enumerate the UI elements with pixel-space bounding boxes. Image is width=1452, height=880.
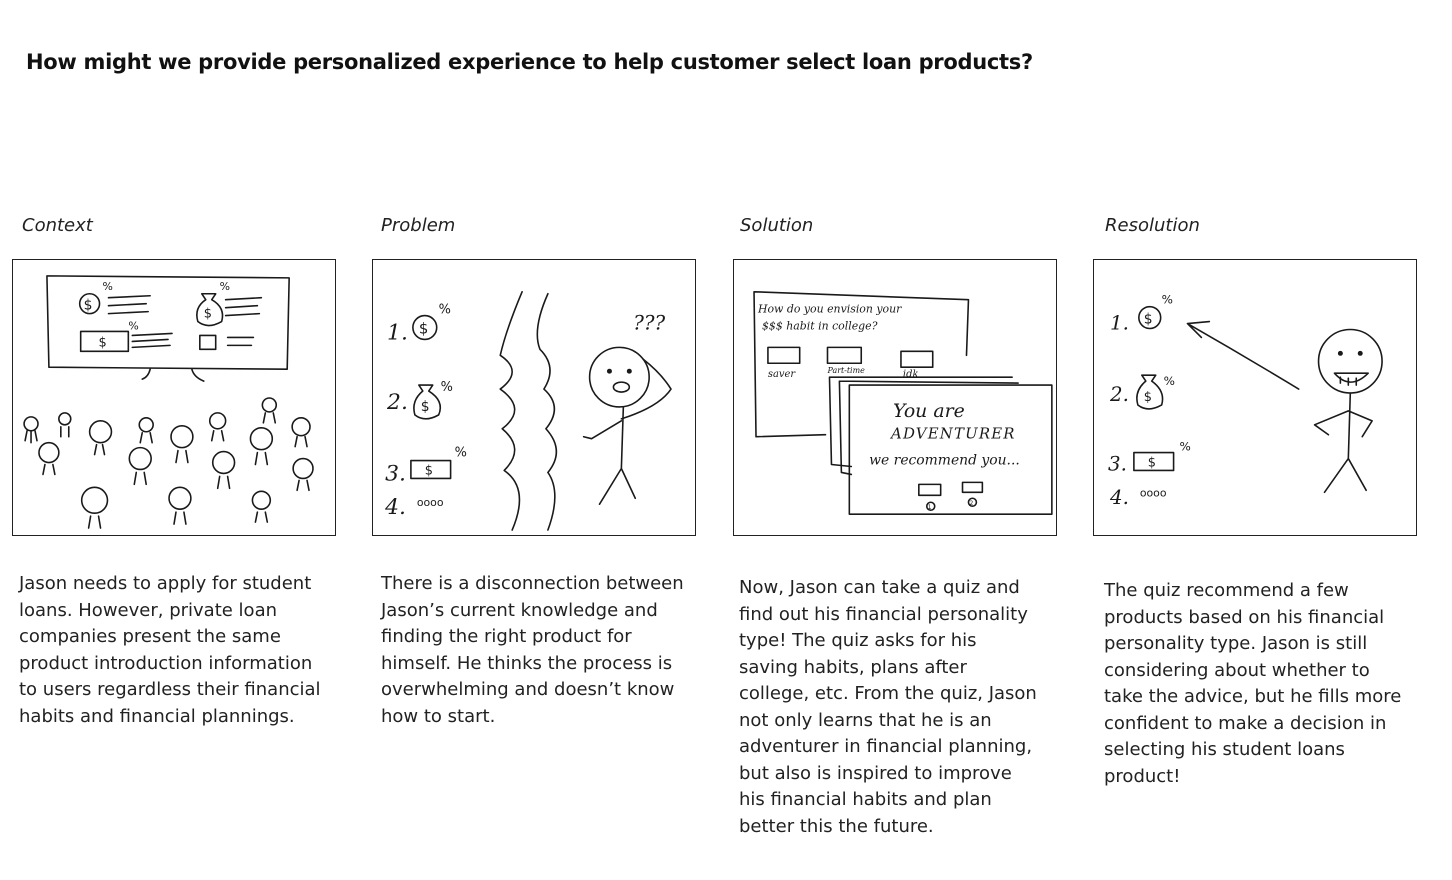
list-number: 3.: [385, 461, 406, 486]
dollar-sign: $: [1144, 390, 1152, 405]
question-marks: ???: [633, 311, 665, 334]
quiz-option-part-time: Part-time: [826, 366, 865, 375]
quiz-option-idk: idk: [903, 369, 919, 380]
percent-mark: %: [220, 280, 230, 293]
percent-mark: %: [439, 303, 451, 318]
percent-mark: %: [441, 380, 453, 395]
ellipsis-dots: oooo: [417, 496, 444, 509]
context-sketch-panel: $ % $ % $ %: [12, 259, 336, 536]
list-number: 4.: [384, 495, 406, 520]
column-label-resolution: Resolution: [1105, 215, 1200, 236]
page-title: How might we provide personalized experi…: [26, 50, 1033, 74]
list-number: 2.: [386, 390, 408, 415]
column-label-problem: Problem: [381, 215, 456, 236]
percent-mark: %: [128, 319, 138, 332]
dollar-sign: $: [99, 335, 107, 350]
resolution-sketch-panel: 1. $ % 2. $ % 3. $ % 4. oooo: [1093, 259, 1417, 536]
dollar-sign: $: [84, 298, 93, 314]
dollar-sign: $: [1144, 312, 1153, 328]
context-description: Jason needs to apply for student loans. …: [19, 573, 321, 727]
result-button-2-label: 2: [969, 500, 973, 507]
list-number: 1.: [1110, 311, 1129, 334]
result-adventurer: ADVENTURER: [889, 425, 1016, 443]
column-label-context: Context: [22, 215, 93, 236]
problem-description: There is a disconnection between Jason’s…: [381, 573, 684, 727]
percent-mark: %: [455, 446, 467, 461]
problem-sketch: 1. $ % 2. $ % 3. $ % 4. oooo ???: [384, 290, 672, 531]
dollar-sign: $: [419, 319, 428, 337]
percent-mark: %: [1180, 440, 1191, 454]
resolution-sketch: 1. $ % 2. $ % 3. $ % 4. oooo: [1108, 293, 1383, 509]
dollar-sign: $: [421, 399, 430, 415]
solution-description: Now, Jason can take a quiz and find out …: [739, 577, 1037, 837]
quiz-question-line-2: $$$ habit in college?: [762, 319, 878, 332]
dollar-sign: $: [425, 463, 433, 478]
dollar-sign: $: [1148, 455, 1156, 470]
percent-mark: %: [103, 280, 113, 293]
resolution-description: The quiz recommend a few products based …: [1104, 580, 1402, 787]
result-button-1-label: 1: [928, 504, 932, 511]
column-label-solution: Solution: [740, 215, 814, 236]
dollar-sign: $: [204, 307, 212, 322]
problem-sketch-panel: 1. $ % 2. $ % 3. $ % 4. oooo ???: [372, 259, 696, 536]
solution-sketch: How do you envision your $$$ habit in co…: [753, 290, 1053, 515]
quiz-option-saver: saver: [768, 369, 796, 380]
context-sketch: $ % $ % $ %: [23, 275, 314, 529]
percent-mark: %: [1164, 374, 1175, 388]
solution-sketch-panel: How do you envision your $$$ habit in co…: [733, 259, 1057, 536]
percent-mark: %: [1162, 293, 1173, 307]
result-you-are: You are: [893, 400, 965, 422]
list-number: 4.: [1109, 486, 1129, 509]
list-number: 2.: [1109, 383, 1129, 406]
list-number: 3.: [1108, 452, 1127, 475]
quiz-question-line-1: How do you envision your: [757, 303, 902, 316]
ellipsis-dots: oooo: [1140, 486, 1167, 499]
result-recommend: we recommend you...: [869, 453, 1020, 469]
list-number: 1.: [387, 320, 408, 345]
